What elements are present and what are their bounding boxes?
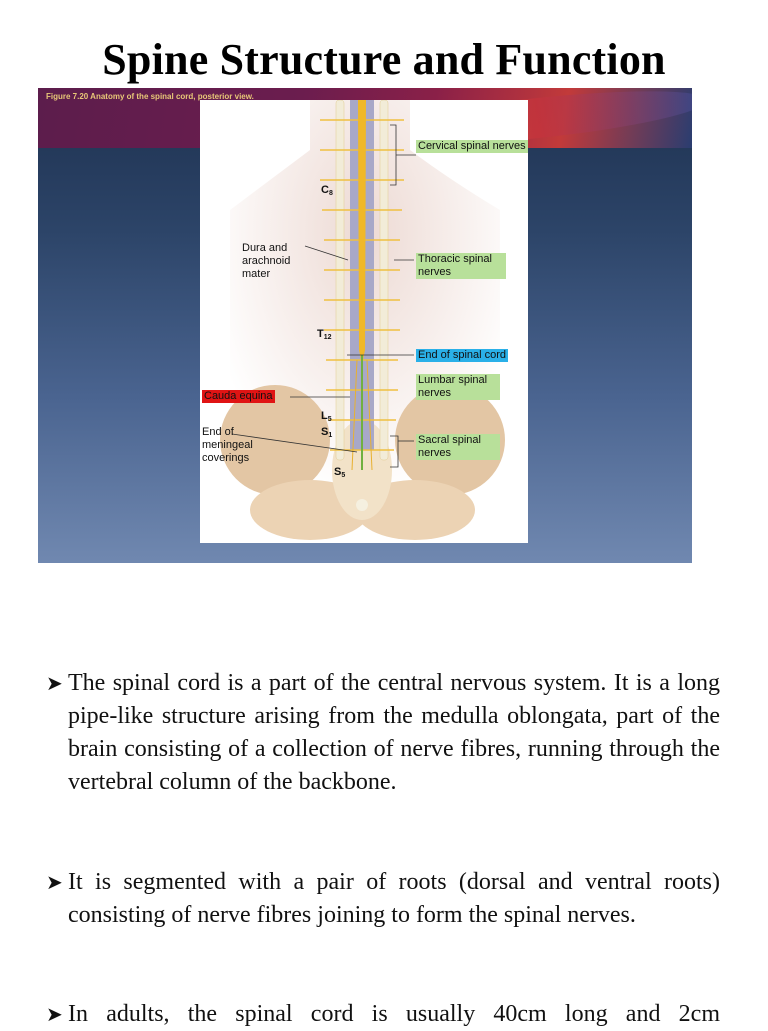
label-end-of-meningeal-coverings: End of meningeal coverings — [202, 426, 253, 464]
label-s5-sub: 5 — [341, 472, 346, 479]
label-c8: C8 — [321, 184, 333, 200]
label-t12-letter: T — [317, 328, 324, 340]
spine-figure: Cervical spinal nerves C8 Dura and arach… — [200, 100, 528, 543]
label-s1-sub: 1 — [328, 432, 333, 439]
bullet-text: The spinal cord is a part of the central… — [68, 670, 720, 795]
label-dura-arachnoid: Dura and arachnoid mater — [242, 242, 291, 280]
arrowhead-bullet-icon: ➤ — [46, 1002, 63, 1026]
label-lumbar-spinal-nerves: Lumbar spinal nerves — [416, 374, 500, 400]
label-cervical-spinal-nerves: Cervical spinal nerves — [416, 140, 528, 153]
bullet-item: ➤ The spinal cord is a part of the centr… — [46, 667, 720, 799]
bullet-text: It is segmented with a pair of roots (do… — [68, 869, 720, 928]
figure-caption: Figure 7.20 Anatomy of the spinal cord, … — [46, 92, 254, 101]
spine-illustration — [220, 100, 505, 543]
label-sacral-spinal-nerves: Sacral spinal nerves — [416, 434, 500, 460]
page-title: Spine Structure and Function — [102, 35, 666, 84]
label-l5: L5 — [321, 410, 332, 426]
label-s1: S1 — [321, 426, 332, 442]
label-l5-letter: L — [321, 410, 328, 422]
label-end-of-spinal-cord: End of spinal cord — [416, 349, 509, 362]
arrowhead-bullet-icon: ➤ — [46, 671, 63, 695]
bullet-item: ➤ It is segmented with a pair of roots (… — [46, 866, 720, 932]
label-t12: T12 — [317, 328, 332, 344]
label-cauda-equina: Cauda equina — [202, 390, 275, 403]
slide-image: Figure 7.20 Anatomy of the spinal cord, … — [38, 88, 692, 563]
label-s1-letter: S — [321, 426, 329, 438]
bullet-item: ➤ In adults, the spinal cord is usually … — [46, 998, 720, 1031]
label-t12-sub: 12 — [323, 334, 332, 341]
label-c8-sub: 8 — [328, 190, 333, 197]
label-c8-letter: C — [321, 184, 329, 196]
label-s5: S5 — [334, 466, 345, 482]
label-thoracic-spinal-nerves: Thoracic spinal nerves — [416, 253, 506, 279]
label-s5-letter: S — [334, 466, 342, 478]
bullet-text: In adults, the spinal cord is usually 40… — [68, 1001, 720, 1027]
arrowhead-bullet-icon: ➤ — [46, 870, 63, 894]
label-l5-sub: 5 — [327, 416, 332, 423]
